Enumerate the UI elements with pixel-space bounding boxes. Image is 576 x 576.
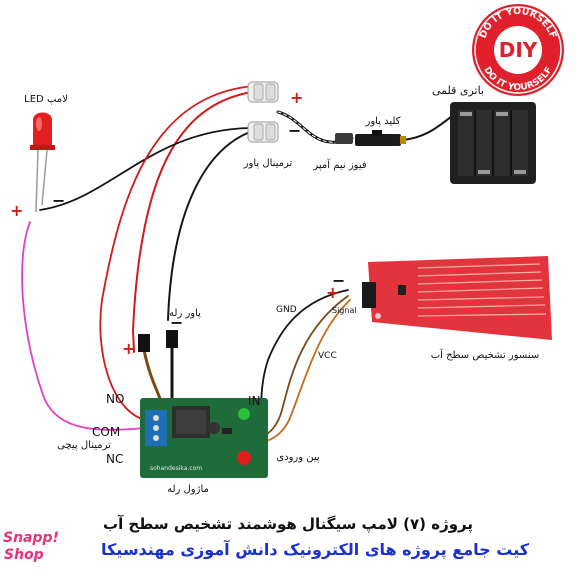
label-no: NO [106,392,124,406]
board-silkscreen: sohandesika.com [150,465,202,472]
logo-line1: Snapp! [3,530,59,546]
fuse [335,133,353,144]
wire-magenta-led-to-com [21,221,146,431]
minus-terminal: − [288,121,301,140]
label-nc: NC [106,452,123,466]
label-fuse: فیوز نیم آمپر [312,158,366,171]
relay-power-pins [138,330,178,352]
label-power-switch: کلید پاور [364,116,400,127]
battery-holder [450,102,536,184]
label-battery: باتری قلمی [432,84,484,97]
water-level-sensor [362,256,552,340]
snappshop-logo: Snapp! Shop [3,530,59,572]
label-relay-power: پاور رله [169,308,201,319]
minus-sensor: − [332,271,345,290]
badge-text-center: DIY [499,38,538,62]
plus-led: + [10,201,23,220]
plus-terminal: + [290,88,303,107]
wire-black-led-to-terminal [39,127,251,211]
wire-brown-signal [261,295,349,437]
plus-relay: + [122,339,135,358]
label-relay-module: ماژول رله [167,484,209,495]
led-lamp [30,112,55,213]
power-terminal-bottom [247,121,279,143]
title-project: پروژه (۷) لامپ سیگنال هوشمند تشخیص سطح آ… [103,515,473,533]
wire-brown-relay-power [142,348,164,407]
wire-orange-vcc [261,299,351,443]
label-gnd: GND [276,305,297,315]
label-input-pin: پین ورودی [276,452,320,463]
diy-badge: DO IT YOURSELF DO IT YOURSELF DIY [472,4,564,96]
wire-twisted-to-switch-b [277,111,353,143]
label-in: IN [248,394,261,408]
label-com: COM [92,425,120,439]
label-sensor: سنسور تشخیص سطح آب [431,348,540,361]
label-screw-terminal: ترمینال پیچی [57,440,111,451]
label-signal: Signal [332,306,357,315]
minus-led: − [52,191,65,210]
plus-sensor: + [326,283,339,302]
wire-black-terminal-to-relay [167,131,251,321]
label-vcc: VCC [318,351,337,361]
wire-red-led-to-relay [99,85,255,421]
label-led: لامپ LED [24,94,68,105]
power-switch [355,130,406,146]
minus-relay: − [170,313,183,332]
relay-leds [237,408,251,465]
power-terminal-top [247,81,279,103]
wire-red-terminal-to-relay [131,91,253,353]
logo-line2: Shop [4,547,44,563]
label-power-terminal: ترمینال پاور [243,158,293,169]
labels: لامپ LED باتری قلمی کلید پاور فیوز نیم آ… [10,84,539,495]
relay-module: sohandesika.com [140,398,268,478]
title-kit: کیت جامع پروژه های الکترونیک دانش آموزی … [100,540,530,559]
